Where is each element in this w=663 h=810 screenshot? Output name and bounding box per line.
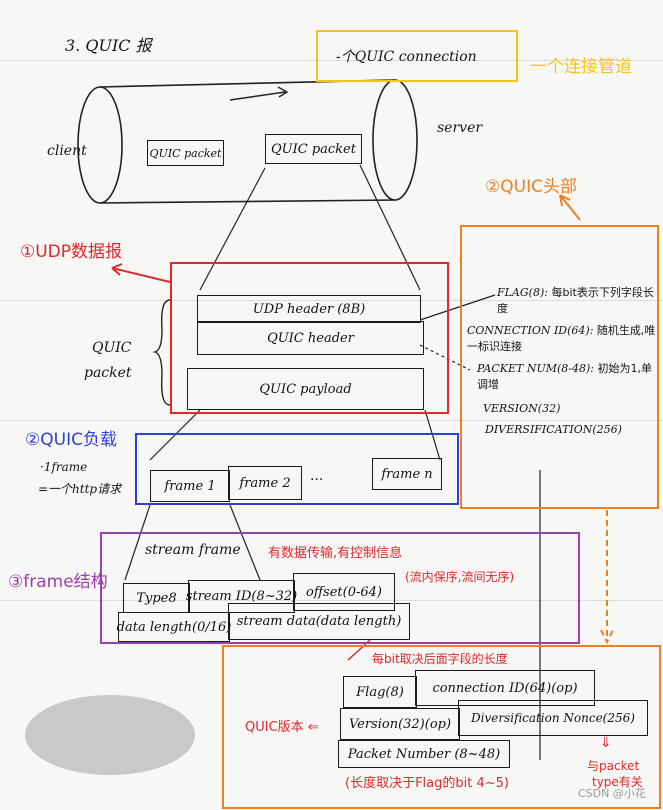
brace <box>152 299 171 406</box>
field-name: CONNECTION ID(64): <box>467 324 594 337</box>
frame-ellipsis: ... <box>310 468 324 484</box>
detail-connection-id: connection ID(64)(op) <box>415 670 595 706</box>
payload-box <box>135 433 459 505</box>
field-note: 每bit表示下列字段长度 <box>497 286 654 315</box>
pipe-packet-left: QUIC packet <box>147 140 224 166</box>
header-field: CONNECTION ID(64): 随机生成,唯一标识连接 <box>467 323 657 355</box>
field-stream-data: stream data(data length) <box>228 603 410 640</box>
header-detail-bottom-note: (长度取决于Flag的bit 4~5) <box>345 776 509 791</box>
header-detail-right-note-2: type有关 <box>592 775 643 789</box>
stream-frame-title: stream frame <box>145 542 241 558</box>
header-detail-box <box>222 645 661 809</box>
server-label: server <box>437 120 483 136</box>
packet-side-label-1: QUIC <box>92 340 132 356</box>
field-offset: offset(0-64) <box>293 573 395 611</box>
header-detail-top-note: 每bit取决后面字段的长度 <box>372 652 508 666</box>
frame-struct-label: ③frame结构 <box>8 572 108 592</box>
notebook-rule <box>0 600 663 601</box>
frames-side-1: ·1frame <box>40 460 88 474</box>
field-data-length: data length(0/16) <box>117 612 231 642</box>
pipe-right-end <box>372 79 418 201</box>
connection-box: -个QUIC connection <box>316 30 518 82</box>
header-field: VERSION(32) <box>483 402 561 415</box>
header-field: FLAG(8): 每bit表示下列字段长度 <box>467 285 657 317</box>
detail-version: Version(32)(op) <box>340 708 460 740</box>
field-name: PACKET NUM(8-48): <box>477 362 594 375</box>
connection-label: -个QUIC connection <box>336 49 477 65</box>
stream-frame-note-2: (流内保序,流间无序) <box>405 570 515 584</box>
field-name: FLAG(8): <box>497 286 548 299</box>
header-detail-right-note-1: 与packet <box>587 759 640 773</box>
quic-header-label: ②QUIC头部 <box>485 177 577 197</box>
header-fields-box: FLAG(8): 每bit表示下列字段长度 CONNECTION ID(64):… <box>460 225 659 509</box>
arrow-to-udp-label <box>111 263 171 283</box>
packet-side-label-2: packet <box>84 365 132 381</box>
detail-packet-number: Packet Number (8~48) <box>338 740 510 768</box>
quic-payload-row: QUIC payload <box>187 368 424 410</box>
detail-diversification: Diversification Nonce(256) <box>458 700 648 736</box>
header-field-list: FLAG(8): 每bit表示下列字段长度 CONNECTION ID(64):… <box>467 285 657 441</box>
watermark: CSDN @小花 <box>578 787 646 800</box>
arrow-to-header-detail <box>600 510 614 645</box>
notebook-rule <box>0 420 663 421</box>
header-detail-left-note: QUIC版本 ⇐ <box>245 720 319 735</box>
udp-header-row: UDP header (8B) <box>197 295 421 323</box>
header-field: DIVERSIFICATION(256) <box>485 423 622 436</box>
payload-label: ②QUIC负载 <box>25 430 117 450</box>
detail-flag: Flag(8) <box>343 676 417 708</box>
field-stream-id: stream ID(8~32) <box>186 580 297 613</box>
arrow-to-header-label <box>559 194 581 221</box>
stream-frame-note-1: 有数据传输,有控制信息 <box>268 546 403 561</box>
frame-struct-box <box>100 532 580 644</box>
pipe-packet-right: QUIC packet <box>265 134 362 164</box>
udp-datagram-box <box>170 262 449 414</box>
notebook-rule <box>0 300 663 301</box>
frame-item: frame 1 <box>150 470 230 502</box>
direction-arrow <box>229 86 289 101</box>
frames-side-2: =一个http请求 <box>38 482 122 496</box>
frame-item: frame 2 <box>228 466 302 500</box>
udp-label: ①UDP数据报 <box>20 242 123 262</box>
client-label: client <box>47 143 87 159</box>
header-field: PACKET NUM(8-48): 初始为1,单调增 <box>467 361 657 393</box>
down-arrow-icon: ⇓ <box>600 735 612 751</box>
quic-header-row: QUIC header <box>197 321 424 355</box>
field-note: 初始为1,单调增 <box>477 362 652 391</box>
notebook-rule <box>0 60 663 61</box>
redacted-blob <box>25 695 195 775</box>
connection-annotation: 一个连接管道 <box>530 57 632 77</box>
field-note: 随机生成,唯一标识连接 <box>467 324 656 353</box>
section-title: 3. QUIC 报 <box>65 36 152 55</box>
field-type: Type8 <box>123 583 190 613</box>
frame-item: frame n <box>372 458 442 490</box>
